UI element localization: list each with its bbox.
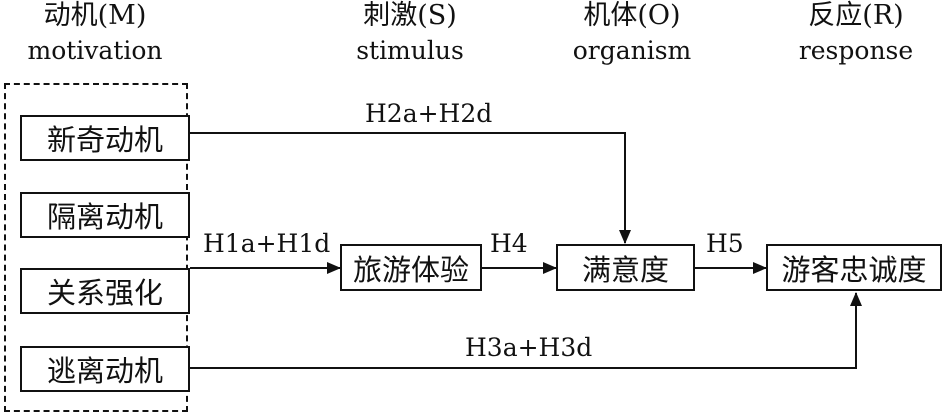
box-satisfaction: 满意度: [556, 244, 695, 291]
box-isolation-motivation: 隔离动机: [20, 192, 190, 238]
header-motivation-en: motivation: [27, 36, 163, 65]
box-escape-motivation: 逃离动机: [20, 346, 190, 392]
box-relationship-strengthening: 关系强化: [20, 268, 190, 314]
header-motivation: 动机(M) motivation: [0, 0, 195, 66]
label-h3: H3a+H3d: [465, 333, 593, 362]
label-h2: H2a+H2d: [365, 99, 493, 128]
label-h5: H5: [706, 229, 744, 258]
header-organism: 机体(O) organism: [532, 0, 732, 66]
motivation-group: [4, 83, 188, 412]
header-organism-zh: 机体(O): [583, 0, 681, 31]
box-novelty-motivation: 新奇动机: [20, 115, 190, 161]
box-travel-experience: 旅游体验: [340, 244, 482, 291]
label-h1: H1a+H1d: [203, 229, 331, 258]
arrow-h3: [190, 292, 862, 369]
header-stimulus-zh: 刺激(S): [363, 0, 457, 31]
header-motivation-zh: 动机(M): [43, 0, 147, 31]
header-response-zh: 反应(R): [808, 0, 904, 31]
header-response-en: response: [798, 36, 914, 65]
header-stimulus: 刺激(S) stimulus: [310, 0, 510, 66]
label-h4: H4: [490, 229, 528, 258]
box-tourist-loyalty: 游客忠诚度: [766, 244, 942, 291]
header-stimulus-en: stimulus: [356, 36, 464, 65]
header-organism-en: organism: [572, 36, 692, 65]
arrow-h2: [190, 132, 631, 244]
header-response: 反应(R) response: [756, 0, 945, 66]
